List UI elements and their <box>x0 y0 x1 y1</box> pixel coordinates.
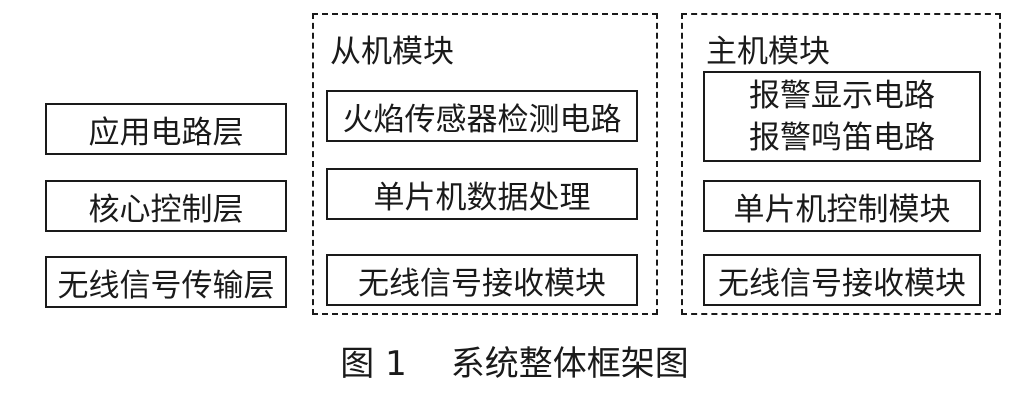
slave-mcu-data-processing-label: 单片机数据处理 <box>373 179 591 216</box>
slave-wireless-receiver-block: 无线信号接收模块 <box>326 254 638 306</box>
alarm-circuits-block: 报警显示电路 报警鸣笛电路 <box>703 71 981 162</box>
layer-core-control: 核心控制层 <box>45 180 287 232</box>
master-wireless-receiver-label: 无线信号接收模块 <box>718 265 966 302</box>
master-mcu-control-label: 单片机控制模块 <box>733 191 951 228</box>
layer-wireless-transmission: 无线信号传输层 <box>45 256 287 308</box>
slave-module-title: 从机模块 <box>330 34 454 70</box>
layer-application-label: 应用电路层 <box>88 114 244 151</box>
layer-core-control-label: 核心控制层 <box>88 191 244 228</box>
flame-sensor-detection-label: 火焰传感器检测电路 <box>342 101 622 138</box>
slave-module-group <box>312 13 658 315</box>
master-module-group <box>681 13 1001 315</box>
alarm-siren-circuit-label: 报警鸣笛电路 <box>749 119 935 156</box>
layer-application: 应用电路层 <box>45 103 287 155</box>
figure-number: 图 1 <box>340 343 407 384</box>
slave-mcu-data-processing-block: 单片机数据处理 <box>326 168 638 220</box>
master-module-title: 主机模块 <box>706 34 830 70</box>
figure-caption: 图 1 系统整体框架图 <box>0 335 1029 385</box>
layer-wireless-transmission-label: 无线信号传输层 <box>57 267 275 304</box>
alarm-display-circuit-label: 报警显示电路 <box>749 77 935 114</box>
slave-wireless-receiver-label: 无线信号接收模块 <box>358 265 606 302</box>
flame-sensor-detection-block: 火焰传感器检测电路 <box>326 90 638 142</box>
master-mcu-control-block: 单片机控制模块 <box>703 180 981 232</box>
figure-title: 系统整体框架图 <box>450 343 689 384</box>
master-wireless-receiver-block: 无线信号接收模块 <box>703 254 981 306</box>
